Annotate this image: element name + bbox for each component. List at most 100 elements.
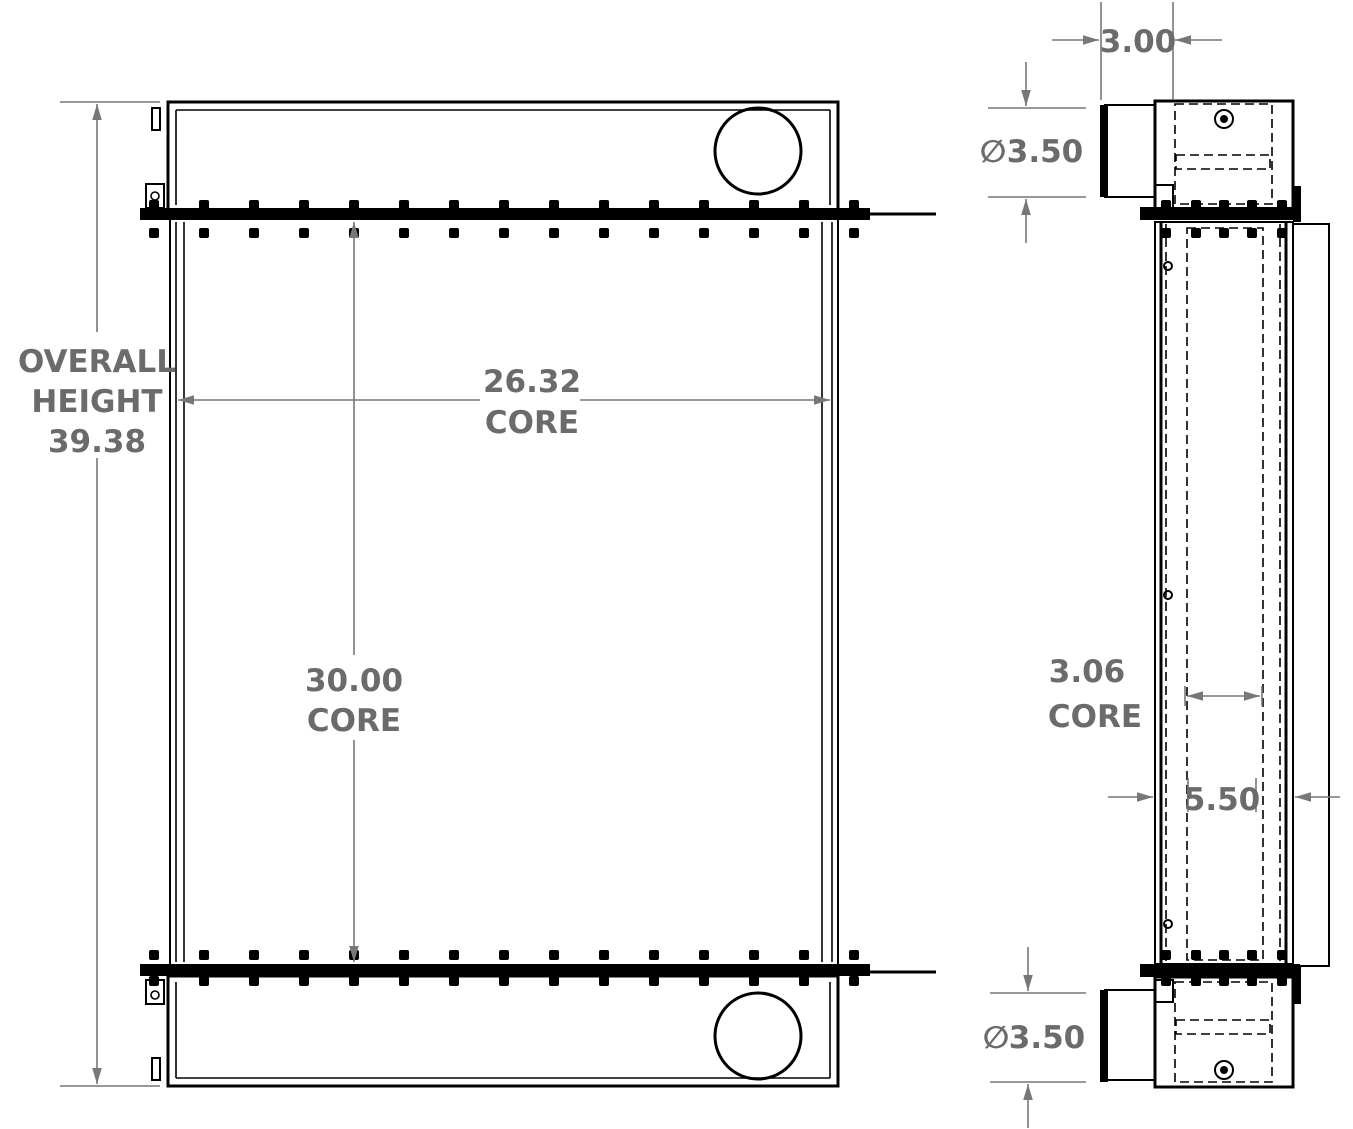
bolt-nut — [1247, 228, 1257, 238]
bolt-head — [749, 200, 759, 210]
bolt-head — [799, 200, 809, 210]
bolt-nut — [1219, 228, 1229, 238]
bolt-head — [149, 200, 159, 210]
bolt-head — [1191, 976, 1201, 986]
bolt-head — [349, 200, 359, 210]
bolt-head — [1247, 950, 1257, 960]
bolt-head — [199, 200, 209, 210]
bolt-head — [399, 950, 409, 960]
bolt-head — [499, 950, 509, 960]
bolt-head — [1219, 200, 1229, 210]
bolt-nut — [499, 228, 509, 238]
bolt-head — [1277, 200, 1287, 210]
bolt-nut — [799, 228, 809, 238]
bolt-head — [199, 950, 209, 960]
bolt-head — [599, 950, 609, 960]
top-bolt-flange — [140, 200, 936, 238]
core-depth-value: 3.06 — [1049, 654, 1126, 690]
bottom-port-diameter-symbol: ∅ — [983, 1020, 1010, 1056]
bolt-head — [649, 200, 659, 210]
bolt-nut — [549, 228, 559, 238]
overall-depth-value: 5.50 — [1184, 782, 1261, 818]
bolt-nut — [599, 228, 609, 238]
core-depth-label: CORE — [1048, 699, 1142, 735]
bolt-nut — [749, 976, 759, 986]
top-port-diameter-symbol: ∅ — [980, 134, 1007, 170]
bolt-head — [449, 200, 459, 210]
bolt-nut — [849, 228, 859, 238]
bolt-head — [249, 950, 259, 960]
bolt-nut — [699, 976, 709, 986]
top-port-diameter-value: 3.50 — [1007, 134, 1084, 170]
bottom-port-diameter-value: 3.50 — [1009, 1020, 1086, 1056]
bolt-head — [699, 950, 709, 960]
front-view: OVERALL HEIGHT 39.38 26.32 CORE 30.00 CO… — [18, 100, 936, 1088]
bolt-head — [1161, 950, 1171, 960]
tank-depth-dimension: 3.00 — [1052, 2, 1222, 100]
bolt-nut — [299, 976, 309, 986]
bolt-head — [849, 200, 859, 210]
bottom-outlet-port — [713, 991, 803, 1081]
bolt-nut — [349, 976, 359, 986]
bolt-nut — [1191, 228, 1201, 238]
bolt-nut — [549, 976, 559, 986]
bolt-head — [1161, 200, 1171, 210]
side-bottom-tank — [1100, 975, 1295, 1089]
overall-depth-dimension: 5.50 — [1108, 778, 1340, 818]
core-width-value: 26.32 — [483, 364, 581, 400]
bolt-nut — [1277, 228, 1287, 238]
bolt-head — [1277, 976, 1287, 986]
bolt-nut — [149, 976, 159, 986]
bolt-head — [1219, 950, 1229, 960]
bolt-head — [1191, 950, 1201, 960]
bottom-tank — [145, 974, 840, 1088]
bolt-nut — [399, 228, 409, 238]
bolt-nut — [649, 228, 659, 238]
bolt-nut — [199, 228, 209, 238]
bolt-nut — [749, 228, 759, 238]
core-height-label: CORE — [307, 703, 401, 739]
bolt-head — [1161, 976, 1171, 986]
core-width-dimension: 26.32 CORE — [178, 364, 830, 441]
bolt-nut — [299, 228, 309, 238]
overall-height-line2: HEIGHT — [31, 384, 162, 420]
core-height-dimension: 30.00 CORE — [305, 222, 403, 962]
bolt-head — [1219, 976, 1229, 986]
bolt-head — [549, 950, 559, 960]
bolt-head — [649, 950, 659, 960]
bolt-nut — [199, 976, 209, 986]
bolt-nut — [249, 976, 259, 986]
side-view: 3.00 ∅ 3.50 ∅ 3.50 3.06 CORE — [980, 2, 1340, 1128]
bolt-nut — [149, 228, 159, 238]
core-depth-dimension: 3.06 CORE — [1048, 654, 1263, 735]
bolt-head — [299, 950, 309, 960]
bolt-head — [699, 200, 709, 210]
bolt-head — [399, 200, 409, 210]
core-frame — [169, 220, 839, 964]
core-width-label: CORE — [485, 405, 579, 441]
bolt-nut — [449, 228, 459, 238]
bolt-head — [599, 200, 609, 210]
bolt-nut — [699, 228, 709, 238]
tank-depth-value: 3.00 — [1100, 24, 1177, 60]
bolt-head — [449, 950, 459, 960]
bolt-head — [1247, 976, 1257, 986]
bolt-nut — [249, 228, 259, 238]
side-top-tank — [1100, 99, 1295, 211]
bottom-bolt-flange — [140, 950, 936, 986]
bolt-head — [149, 950, 159, 960]
bolt-nut — [599, 976, 609, 986]
side-core — [1140, 186, 1330, 1004]
bolt-head — [549, 200, 559, 210]
bolt-head — [499, 200, 509, 210]
bolt-head — [249, 200, 259, 210]
overall-height-dimension: OVERALL HEIGHT 39.38 — [18, 101, 176, 1087]
bolt-nut — [449, 976, 459, 986]
bolt-nut — [649, 976, 659, 986]
bolt-nut — [1161, 228, 1171, 238]
top-port-diameter-dimension: ∅ 3.50 — [980, 62, 1086, 243]
bolt-head — [849, 950, 859, 960]
bolt-nut — [849, 976, 859, 986]
bolt-head — [1191, 200, 1201, 210]
